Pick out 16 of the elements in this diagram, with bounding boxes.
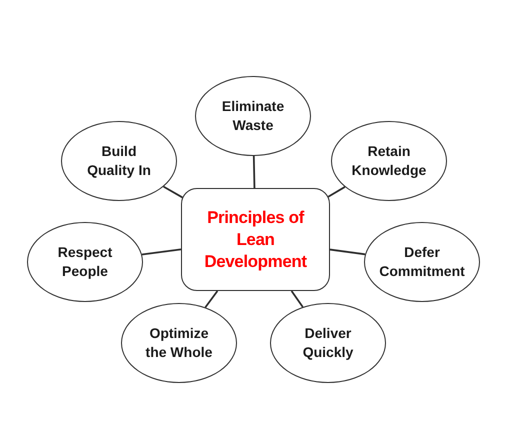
connector-line	[252, 156, 256, 188]
connector-line	[204, 290, 218, 308]
connector-line	[142, 248, 182, 256]
connector-line	[328, 186, 346, 198]
principle-label: Build Quality In	[86, 142, 152, 180]
connector-line	[290, 290, 304, 308]
principle-label: Deliver Quickly	[302, 324, 354, 362]
principle-label: Optimize the Whole	[144, 324, 214, 362]
central-rounded-box	[181, 188, 330, 291]
connector-line	[163, 186, 183, 198]
connector-line	[330, 248, 366, 256]
principle-label: Respect People	[56, 243, 114, 281]
principle-label: Retain Knowledge	[350, 142, 428, 180]
central-title: Principles of Lean Development	[203, 206, 308, 272]
principle-label: Defer Commitment	[378, 243, 466, 281]
principle-label: Eliminate Waste	[220, 97, 286, 135]
